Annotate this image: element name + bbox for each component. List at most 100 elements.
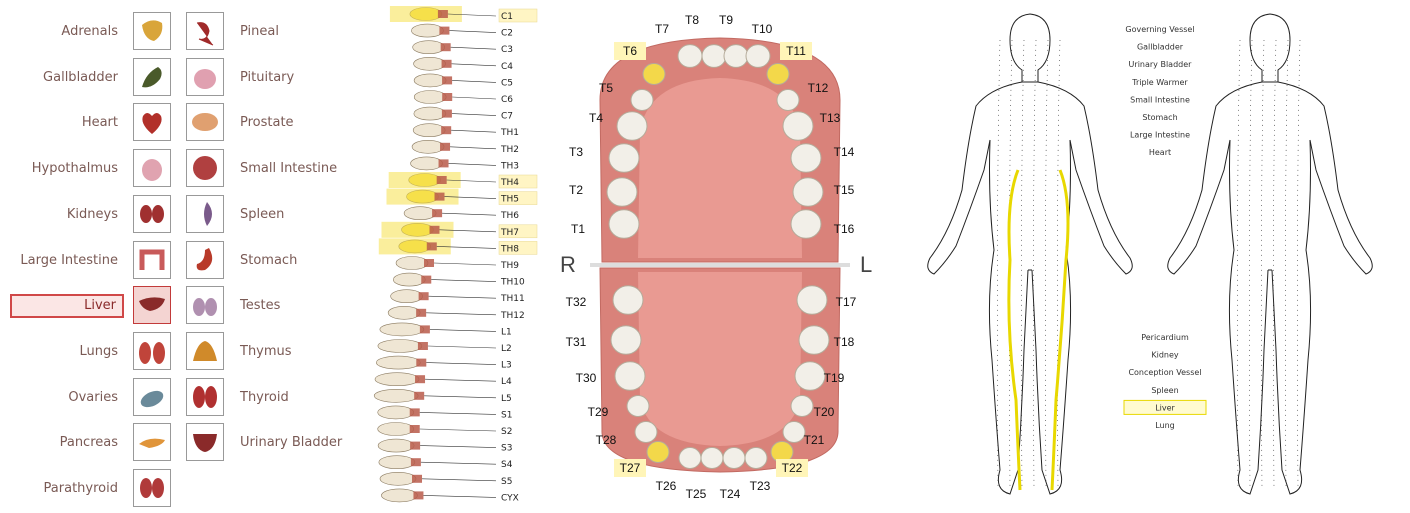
organ-thumbnail[interactable] bbox=[133, 195, 171, 233]
vertebra-th3[interactable] bbox=[411, 157, 449, 170]
meridian-label-stomach[interactable]: Stomach bbox=[1142, 113, 1177, 122]
organ-item-heart[interactable]: Heart bbox=[0, 103, 172, 147]
vertebra-s4[interactable] bbox=[379, 456, 421, 469]
organ-item-liver[interactable]: Liver bbox=[0, 286, 172, 330]
vertebra-s5[interactable] bbox=[380, 472, 422, 485]
vertebra-c5[interactable] bbox=[414, 74, 452, 87]
organ-item-large-intestine[interactable]: Large Intestine bbox=[0, 241, 172, 285]
organ-label[interactable]: Small Intestine bbox=[240, 149, 337, 189]
meridian-label-lung[interactable]: Lung bbox=[1155, 421, 1175, 430]
organ-thumbnail[interactable] bbox=[186, 241, 224, 279]
organ-item-small-intestine[interactable]: Small Intestine bbox=[186, 149, 356, 193]
organ-thumbnail[interactable] bbox=[186, 332, 224, 370]
organ-item-gallbladder[interactable]: Gallbladder bbox=[0, 58, 172, 102]
organ-label[interactable]: Pituitary bbox=[240, 58, 294, 98]
meridian-label-kidney[interactable]: Kidney bbox=[1151, 351, 1179, 360]
organ-thumbnail[interactable] bbox=[186, 149, 224, 187]
organ-thumbnail[interactable] bbox=[133, 12, 171, 50]
organ-thumbnail[interactable] bbox=[133, 469, 171, 507]
meridian-label-conception-vessel[interactable]: Conception Vessel bbox=[1128, 368, 1201, 377]
organ-label[interactable]: Hypothalmus bbox=[32, 149, 118, 189]
organ-item-thyroid[interactable]: Thyroid bbox=[186, 378, 356, 422]
organ-label[interactable]: Stomach bbox=[240, 241, 297, 281]
vertebra-th12[interactable] bbox=[388, 306, 426, 319]
organ-item-thymus[interactable]: Thymus bbox=[186, 332, 356, 376]
organ-item-urinary-bladder[interactable]: Urinary Bladder bbox=[186, 423, 356, 467]
organ-item-pineal[interactable]: Pineal bbox=[186, 12, 356, 56]
organ-thumbnail[interactable] bbox=[133, 378, 171, 416]
vertebra-th10[interactable] bbox=[393, 273, 431, 286]
organ-label[interactable]: Heart bbox=[82, 103, 118, 143]
organ-item-kidneys[interactable]: Kidneys bbox=[0, 195, 172, 239]
organ-label[interactable]: Thymus bbox=[240, 332, 292, 372]
organ-label[interactable]: Testes bbox=[240, 286, 280, 326]
organ-label[interactable]: Ovaries bbox=[68, 378, 118, 418]
organ-label[interactable]: Gallbladder bbox=[43, 58, 118, 98]
meridian-label-large-intestine[interactable]: Large Intestine bbox=[1130, 131, 1190, 140]
organ-item-lungs[interactable]: Lungs bbox=[0, 332, 172, 376]
vertebra-s3[interactable] bbox=[378, 439, 420, 452]
organ-thumbnail[interactable] bbox=[133, 103, 171, 141]
organ-label[interactable]: Liver bbox=[84, 286, 116, 326]
organ-thumbnail[interactable] bbox=[133, 149, 171, 187]
vertebra-l4[interactable] bbox=[375, 373, 425, 386]
vertebra-l3[interactable] bbox=[376, 356, 426, 369]
meridian-label-pericardium[interactable]: Pericardium bbox=[1141, 333, 1189, 342]
organ-item-pituitary[interactable]: Pituitary bbox=[186, 58, 356, 102]
organ-label[interactable]: Kidneys bbox=[67, 195, 118, 235]
organ-label[interactable]: Urinary Bladder bbox=[240, 423, 342, 463]
organ-label[interactable]: Adrenals bbox=[61, 12, 118, 52]
meridian-label-small-intestine[interactable]: Small Intestine bbox=[1130, 95, 1190, 104]
organ-thumbnail[interactable] bbox=[133, 58, 171, 96]
organ-thumbnail[interactable] bbox=[186, 378, 224, 416]
meridian-label-urinary-bladder[interactable]: Urinary Bladder bbox=[1129, 60, 1193, 69]
vertebra-c3[interactable] bbox=[413, 41, 451, 54]
organ-thumbnail[interactable] bbox=[186, 58, 224, 96]
organ-thumbnail[interactable] bbox=[186, 12, 224, 50]
organ-label[interactable]: Prostate bbox=[240, 103, 294, 143]
meridian-label-heart[interactable]: Heart bbox=[1149, 148, 1171, 157]
organ-thumbnail[interactable] bbox=[186, 195, 224, 233]
meridian-label-governing-vessel[interactable]: Governing Vessel bbox=[1125, 25, 1194, 34]
vertebra-th1[interactable] bbox=[413, 124, 451, 137]
organ-label[interactable]: Large Intestine bbox=[20, 241, 118, 281]
organ-item-testes[interactable]: Testes bbox=[186, 286, 356, 330]
vertebra-th9[interactable] bbox=[396, 257, 434, 270]
organ-label[interactable]: Lungs bbox=[79, 332, 118, 372]
vertebra-s1[interactable] bbox=[378, 406, 420, 419]
vertebra-l2[interactable] bbox=[378, 340, 428, 353]
organ-thumbnail[interactable] bbox=[133, 332, 171, 370]
vertebra-c4[interactable] bbox=[414, 57, 452, 70]
organ-thumbnail[interactable] bbox=[133, 423, 171, 461]
organ-item-stomach[interactable]: Stomach bbox=[186, 241, 356, 285]
meridian-label-gallbladder[interactable]: Gallbladder bbox=[1137, 43, 1184, 52]
vertebra-c6[interactable] bbox=[414, 91, 452, 104]
vertebra-cyx[interactable] bbox=[381, 489, 423, 502]
organ-item-parathyroid[interactable]: Parathyroid bbox=[0, 469, 172, 513]
vertebra-th6[interactable] bbox=[404, 207, 442, 220]
vertebra-th11[interactable] bbox=[391, 290, 429, 303]
organ-item-spleen[interactable]: Spleen bbox=[186, 195, 356, 239]
vertebra-c2[interactable] bbox=[411, 24, 449, 37]
organ-item-prostate[interactable]: Prostate bbox=[186, 103, 356, 147]
vertebra-l1[interactable] bbox=[380, 323, 430, 336]
meridian-label-liver[interactable]: Liver bbox=[1155, 403, 1175, 412]
vertebra-th2[interactable] bbox=[412, 140, 450, 153]
organ-label[interactable]: Spleen bbox=[240, 195, 284, 235]
organ-label[interactable]: Thyroid bbox=[240, 378, 289, 418]
meridian-label-spleen[interactable]: Spleen bbox=[1151, 386, 1178, 395]
organ-thumbnail[interactable] bbox=[186, 423, 224, 461]
organ-item-ovaries[interactable]: Ovaries bbox=[0, 378, 172, 422]
vertebra-s2[interactable] bbox=[378, 423, 420, 436]
meridian-label-triple-warmer[interactable]: Triple Warmer bbox=[1131, 78, 1188, 87]
organ-label[interactable]: Parathyroid bbox=[44, 469, 118, 509]
vertebra-l5[interactable] bbox=[374, 389, 424, 402]
organ-item-hypothalmus[interactable]: Hypothalmus bbox=[0, 149, 172, 193]
organ-thumbnail[interactable] bbox=[133, 286, 171, 324]
organ-thumbnail[interactable] bbox=[133, 241, 171, 279]
vertebra-c7[interactable] bbox=[414, 107, 452, 120]
organ-item-adrenals[interactable]: Adrenals bbox=[0, 12, 172, 56]
organ-thumbnail[interactable] bbox=[186, 103, 224, 141]
organ-label[interactable]: Pineal bbox=[240, 12, 279, 52]
organ-label[interactable]: Pancreas bbox=[60, 423, 118, 463]
